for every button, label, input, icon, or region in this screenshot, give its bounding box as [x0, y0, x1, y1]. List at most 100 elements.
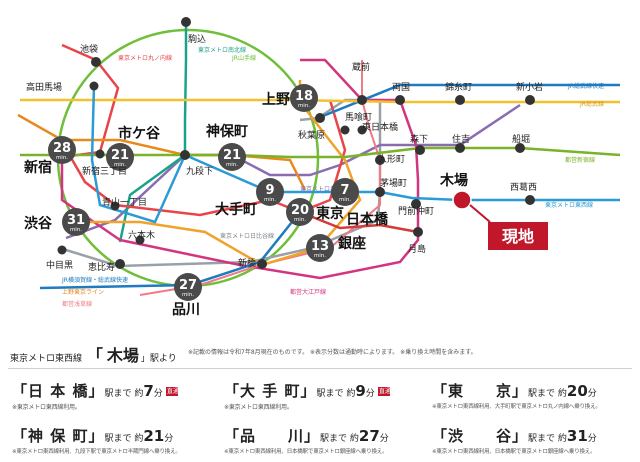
- keiyo-line-path: [299, 210, 419, 234]
- badge-shinjuku: 28 min.: [48, 136, 76, 164]
- station-dot-nakameguro: [57, 245, 67, 255]
- station-dot-takadanobaba: [89, 81, 99, 91]
- origin-header: 東京メトロ東西線 「木場」駅より: [10, 342, 177, 366]
- station-label-ryogoku: 両国: [392, 82, 410, 93]
- station-label-higashinihonbashi: 東日本橋: [362, 121, 398, 133]
- svg-text:21: 21: [223, 148, 241, 163]
- time-row-shinagawa: 「品 川」駅まで 約27分 ※東京メトロ東西線利用、日本橋駅で東京メトロ銀座線へ…: [224, 427, 389, 455]
- station-label-morishita: 森下: [410, 133, 428, 145]
- svg-text:min.: min.: [298, 103, 310, 109]
- svg-text:31: 31: [67, 213, 85, 228]
- station-label-nishikasai: 西葛西: [510, 181, 537, 193]
- time-row-unit: 分: [587, 434, 597, 444]
- hanzomon-line-path: [65, 103, 521, 240]
- station-label-kayabacho: 茅場町: [380, 177, 407, 189]
- station-label-otemachi: 大手町: [215, 201, 257, 218]
- station-label-monzennakacho: 門前仲町: [398, 205, 434, 217]
- svg-text:min.: min.: [114, 162, 126, 168]
- badge-jimbocho: 21 min.: [218, 143, 246, 171]
- time-row-shibuya: 「渋 谷」駅まで 約31分 ※東京メトロ東西線利用、日本橋駅で東京メトロ銀座線へ…: [432, 427, 597, 455]
- badge-shibuya: 31 min.: [62, 208, 90, 236]
- time-row-note: ※東京メトロ東西線利用、日本橋駅で東京メトロ銀座線へ乗り換え。: [224, 449, 388, 455]
- svg-text:7: 7: [340, 183, 349, 198]
- time-row-prefix: 駅まで 約: [316, 389, 356, 399]
- time-row-value: 7: [143, 382, 154, 400]
- svg-text:9: 9: [265, 183, 274, 198]
- svg-text:min.: min.: [314, 253, 326, 259]
- badge-tokyo: 20 min.: [286, 198, 314, 226]
- svg-text:27: 27: [179, 278, 197, 293]
- namboku-line-path: [118, 22, 188, 243]
- station-label-roppongi: 六本木: [128, 229, 155, 241]
- station-dot-kayabacho: [375, 187, 385, 197]
- station-dot-roppongi: [135, 235, 145, 245]
- direct-tag: 直通: [377, 387, 391, 396]
- station-label-ginza: 銀座: [338, 235, 366, 252]
- station-dot-ningyocho: [375, 155, 385, 165]
- station-dot-ikebukuro: [91, 57, 101, 67]
- line-label-shinjuku: 都営新宿線: [565, 156, 595, 164]
- station-dot-shimbashi: [257, 259, 267, 269]
- station-dot-kiba: [452, 190, 472, 210]
- station-dot-kinshicho: [455, 95, 465, 105]
- sobu-line-path: [317, 83, 620, 120]
- time-row-name: 大 手 町: [240, 382, 301, 400]
- origin-station-open: 「: [86, 346, 103, 365]
- time-row-value: 21: [143, 427, 165, 445]
- time-row-note: ※東京メトロ東西線利用、日本橋駅で東京メトロ銀座線へ乗り換え。: [432, 449, 596, 455]
- line-label-sobu2: JR総武線: [579, 100, 604, 108]
- station-dot-kudanshita: [180, 150, 190, 160]
- time-row-otemachi: 「大 手 町」駅まで 約9分直通 ※東京メトロ東西線利用。: [224, 382, 391, 411]
- svg-text:13: 13: [311, 239, 329, 254]
- time-row-value: 9: [355, 382, 366, 400]
- station-label-kudanshita: 九段下: [186, 165, 213, 177]
- svg-text:min.: min.: [70, 227, 82, 233]
- station-label-shinagawa: 品川: [172, 302, 200, 318]
- svg-text:20: 20: [291, 203, 309, 218]
- direct-tag: 直通: [165, 387, 179, 396]
- time-row-value: 27: [358, 427, 380, 445]
- station-label-shimbashi: 新橋: [238, 257, 256, 269]
- station-label-sumiyoshi: 住吉: [452, 133, 470, 145]
- time-row-note: ※東京メトロ東西線利用。: [224, 404, 293, 411]
- line-label-yokosuka: JR横須賀線・総武線快速: [61, 276, 128, 284]
- time-row-unit: 分: [379, 434, 389, 444]
- svg-text:min.: min.: [56, 155, 68, 161]
- station-label-kiba: 木場: [439, 172, 468, 189]
- time-row-name: 東 京: [448, 382, 513, 400]
- line-label-yamanote: JR山手線: [231, 54, 256, 62]
- station-dot-ryogoku: [395, 95, 405, 105]
- station-label-shinjuku: 新宿: [24, 159, 52, 176]
- station-dot-nishikasai: [525, 195, 535, 205]
- time-row-prefix: 駅まで 約: [528, 434, 567, 444]
- time-row-prefix: 駅まで 約: [320, 434, 359, 444]
- station-dot-monzennakacho: [411, 199, 421, 209]
- line-label-marunouchi: 東京メトロ丸ノ内線: [118, 54, 172, 62]
- time-row-note: ※東京メトロ東西線利用。: [12, 404, 81, 411]
- origin-station-suffix: 」駅より: [140, 354, 177, 364]
- station-label-jimbocho: 神保町: [206, 123, 248, 140]
- station-label-kuramae: 蔵前: [352, 61, 370, 73]
- travel-times-panel: 東京メトロ東西線 「木場」駅より ※記載の情報は令和7年8月現在のものです。 ※…: [0, 322, 640, 462]
- svg-text:21: 21: [111, 148, 129, 163]
- station-label-tsukishima: 月島: [408, 243, 426, 255]
- ginza-line-path: [85, 80, 362, 267]
- current-location-box: [488, 222, 548, 250]
- station-label-ebisu: 恵比寿: [88, 261, 115, 273]
- time-row-unit: 分: [153, 389, 163, 399]
- svg-text:min.: min.: [264, 197, 276, 203]
- time-row-name: 渋 谷: [448, 427, 513, 445]
- divider: [8, 368, 632, 369]
- line-label-hibiya: 東京メトロ日比谷線: [220, 232, 274, 240]
- station-dot-shinjukusanchome: [95, 149, 105, 159]
- badge-ueno: 18 min.: [290, 84, 318, 112]
- station-label-ningyocho: 人形町: [378, 153, 405, 165]
- time-row-unit: 分: [365, 389, 375, 399]
- time-row-value: 20: [566, 382, 588, 400]
- station-label-nihonbashi: 日本橋: [346, 211, 389, 228]
- svg-text:min.: min.: [339, 197, 351, 203]
- line-label-sobu: JR総武線快速: [567, 82, 604, 90]
- svg-text:18: 18: [295, 89, 313, 104]
- station-dot-aoyamaitchome: [110, 201, 120, 211]
- time-row-note: ※東京メトロ東西線利用、大手町駅で東京メトロ丸ノ内線へ乗り換え。: [432, 404, 601, 410]
